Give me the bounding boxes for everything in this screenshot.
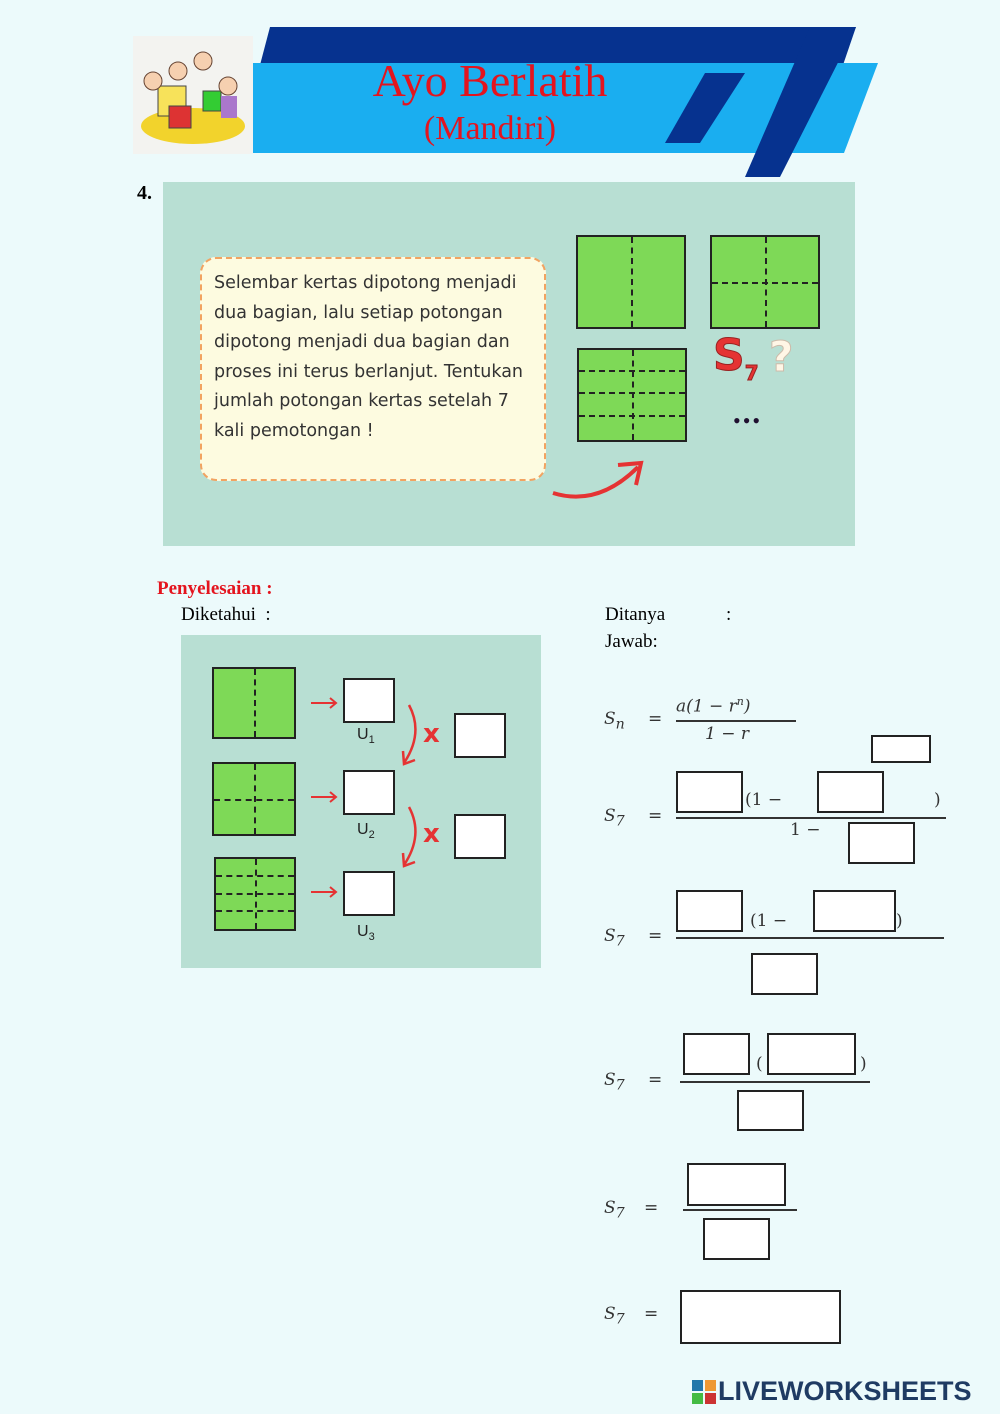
equals: = bbox=[644, 1304, 659, 1324]
liveworksheets-logo-icon bbox=[692, 1379, 716, 1404]
a-input[interactable] bbox=[676, 771, 743, 813]
r-denominator-input[interactable] bbox=[848, 822, 915, 864]
a-input-step2[interactable] bbox=[676, 890, 743, 932]
known-label: Diketahui : bbox=[181, 604, 271, 625]
open-paren: ( bbox=[756, 1054, 763, 1074]
sn-denominator: 1 − r bbox=[705, 724, 749, 744]
arrows-right-icon bbox=[311, 697, 338, 898]
solution-heading: Penyelesaian : bbox=[157, 578, 273, 599]
question-number: 4. bbox=[137, 182, 152, 204]
u1-label: U1 bbox=[357, 726, 375, 747]
answer-label: Jawab: bbox=[605, 631, 658, 652]
u3-input[interactable] bbox=[343, 871, 395, 916]
ratio-input-2[interactable] bbox=[454, 814, 506, 859]
question-text: Selembar kertas dipotong menjadi dua bag… bbox=[200, 257, 546, 481]
header-illustration bbox=[133, 36, 253, 154]
equals: = bbox=[648, 709, 663, 729]
a-input-step3[interactable] bbox=[683, 1033, 750, 1075]
ratio-input-1[interactable] bbox=[454, 713, 506, 758]
curved-arrow-icon bbox=[552, 460, 644, 499]
paper-eighths bbox=[214, 857, 296, 931]
header-banner-shapes bbox=[253, 27, 878, 177]
bracket-input-step3[interactable] bbox=[767, 1033, 856, 1075]
asked-label: Ditanya bbox=[605, 604, 666, 625]
s7-lhs: S7 bbox=[604, 926, 625, 950]
open-one-minus: (1 − bbox=[745, 790, 783, 810]
fraction-line bbox=[676, 937, 944, 939]
u2-label: U2 bbox=[357, 821, 375, 842]
fraction-line bbox=[676, 720, 796, 722]
question-mark-icon: ? bbox=[768, 332, 794, 382]
s-letter: S bbox=[713, 330, 746, 382]
liveworksheets-logo: LIVEWORKSHEETS bbox=[692, 1376, 972, 1407]
numerator-input-step4[interactable] bbox=[687, 1163, 786, 1206]
close-paren: ) bbox=[860, 1054, 867, 1074]
header-subtitle: (Mandiri) bbox=[423, 110, 557, 147]
s7-lhs: S7 bbox=[604, 1304, 625, 1328]
fraction-line bbox=[676, 817, 946, 819]
u1-input[interactable] bbox=[343, 678, 395, 723]
equals: = bbox=[648, 1070, 663, 1090]
multiply-icon: x bbox=[423, 819, 440, 849]
sn-numerator: a(1 − rn) bbox=[676, 695, 751, 717]
kids-illustration-icon bbox=[141, 51, 245, 144]
s7-lhs: S7 bbox=[604, 806, 625, 830]
s7-lhs: S7 bbox=[604, 1198, 625, 1222]
equals: = bbox=[644, 1198, 659, 1218]
fraction-line bbox=[680, 1081, 870, 1083]
open-one-minus: (1 − bbox=[750, 911, 788, 931]
close-paren: ) bbox=[896, 911, 903, 931]
s-subscript: 7 bbox=[744, 360, 759, 385]
brand-name: LIVEWORKSHEETS bbox=[718, 1376, 972, 1406]
r-input[interactable] bbox=[817, 771, 884, 813]
exponent-input[interactable] bbox=[871, 735, 931, 763]
paper-halves bbox=[576, 235, 686, 329]
denominator-input-step2[interactable] bbox=[751, 953, 818, 995]
final-answer-input[interactable] bbox=[680, 1290, 841, 1344]
one-minus: 1 − bbox=[790, 820, 821, 840]
denominator-input-step3[interactable] bbox=[737, 1090, 804, 1131]
paper-halves bbox=[212, 667, 296, 739]
sn-lhs: Sn bbox=[604, 709, 625, 733]
paper-eighths bbox=[577, 348, 687, 442]
s7-label: S7 bbox=[713, 330, 760, 386]
u3-label: U3 bbox=[357, 923, 375, 944]
header-title: Ayo Berlatih bbox=[372, 55, 608, 106]
equals: = bbox=[648, 806, 663, 826]
u2-input[interactable] bbox=[343, 770, 395, 815]
close-paren: ) bbox=[934, 790, 941, 810]
power-input-step2[interactable] bbox=[813, 890, 896, 932]
asked-colon: : bbox=[726, 604, 732, 625]
ellipsis: ••• bbox=[733, 408, 763, 433]
paper-quarters bbox=[212, 762, 296, 836]
question-panel: Selembar kertas dipotong menjadi dua bag… bbox=[163, 182, 855, 546]
known-diagram: U1 U2 U3 x x bbox=[181, 635, 541, 968]
s7-lhs: S7 bbox=[604, 1070, 625, 1094]
fraction-line bbox=[683, 1209, 797, 1211]
equals: = bbox=[648, 926, 663, 946]
multiply-icon: x bbox=[423, 719, 440, 749]
curved-arrows-icon bbox=[401, 704, 417, 868]
paper-quarters bbox=[710, 235, 820, 329]
denominator-input-step4[interactable] bbox=[703, 1218, 770, 1260]
